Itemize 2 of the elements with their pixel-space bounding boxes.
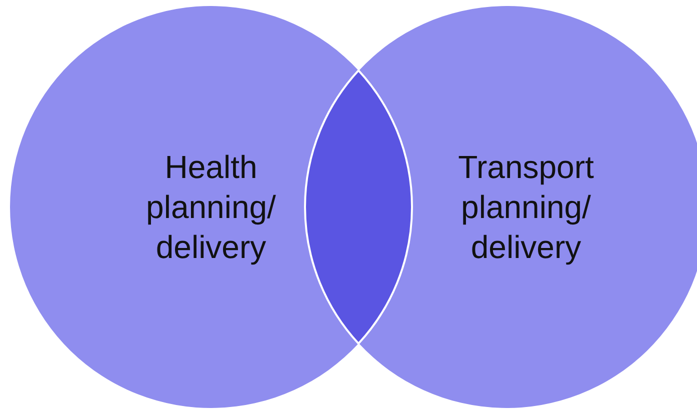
circle-label: Transport planning/ delivery — [457, 148, 595, 267]
circle-label: Health planning/ delivery — [145, 148, 277, 267]
